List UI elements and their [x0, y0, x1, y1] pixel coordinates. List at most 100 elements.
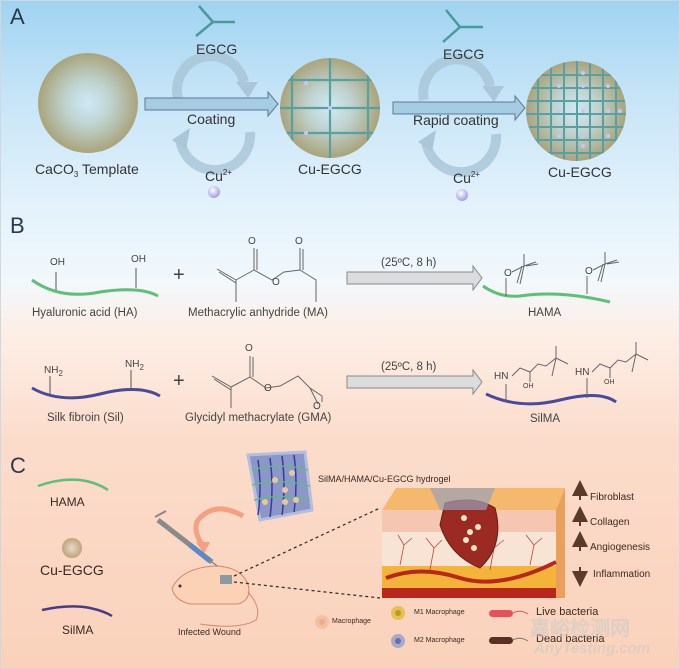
template-text: Template: [78, 161, 139, 177]
caco3-text: CaCO: [35, 161, 74, 177]
effect-inflammation: Inflammation: [593, 569, 651, 580]
reaction-condition-1: (25ºC, 8 h): [381, 257, 437, 269]
sil-nh2-group-1: NH2: [44, 365, 63, 378]
hama-label: HAMA: [528, 307, 562, 319]
ha-label: Hyaluronic acid (HA): [32, 307, 138, 319]
zoom-line-top: [233, 507, 381, 577]
cu-egcg-label-2: Cu-EGCG: [548, 164, 612, 180]
hydrogel-cube: [246, 450, 314, 522]
cycle-arrowhead-top: [482, 86, 504, 102]
m2-macrophage-label: M2 Macrophage: [414, 637, 465, 644]
gma-carbonyl-o: O: [245, 343, 253, 354]
sil-chain: [31, 386, 161, 400]
ha-oh-group-1: OH: [50, 257, 65, 268]
effect-fibroblast: Fibroblast: [590, 492, 634, 503]
cycle-arrowhead-bottom: [172, 128, 190, 150]
infected-wound-label: Infected Wound: [178, 627, 241, 637]
egcg-molecule-icon: [442, 9, 483, 43]
reaction-arrow-2: [346, 368, 483, 396]
caco3-template-sphere: [38, 53, 138, 153]
nh-text: NH: [125, 359, 140, 370]
sil-nh2-group-2: NH2: [125, 359, 144, 372]
cu-ion-icon: [456, 189, 468, 201]
silma-oh-group-1: OH: [523, 383, 534, 390]
hama-chain: [482, 284, 611, 304]
caco3-subscript: 3: [73, 170, 79, 179]
cu-ion-label-step1: Cu2+: [205, 168, 232, 184]
panel-label-c: C: [10, 453, 26, 478]
cu-text: Cu: [453, 170, 471, 186]
live-bacteria-label: Live bacteria: [536, 606, 599, 618]
cu-charge: 2+: [222, 168, 233, 177]
cycle-arrowhead-top: [236, 82, 258, 98]
coating-label: Coating: [187, 111, 236, 127]
sil-label: Silk fibroin (Sil): [47, 412, 124, 424]
silma-oh-group-2: OH: [604, 379, 615, 386]
egcg-molecule-icon: [195, 5, 235, 37]
hama-ester-o-1: O: [504, 268, 512, 279]
m1-macrophage-icon: [391, 606, 405, 620]
rapid-coating-label: Rapid coating: [413, 112, 499, 128]
hydrogel-label: SilMA/HAMA/Cu-EGCG hydrogel: [318, 474, 451, 484]
panel-label-b: B: [10, 213, 25, 238]
cu-charge: 2+: [470, 170, 481, 179]
coating-cycle-arrows: [172, 51, 256, 176]
plus-sign-1: +: [173, 264, 185, 286]
syringe-icon: [154, 510, 221, 569]
zoom-line-bottom: [233, 581, 381, 599]
gma-label: Glycidyl methacrylate (GMA): [185, 412, 332, 424]
watermark-cn: 嘉峪检测网: [530, 618, 630, 640]
glycidyl-methacrylate-structure: [211, 356, 323, 408]
ha-chain: [31, 278, 159, 298]
reaction-arrow-1: [346, 264, 483, 292]
ma-carbonyl-o-2: O: [295, 236, 303, 247]
rapid-coating-cycle-arrows: [418, 54, 502, 178]
silma-label: SilMA: [530, 413, 561, 425]
nh2-subscript: 2: [58, 369, 63, 378]
ha-oh-group-2: OH: [131, 254, 146, 265]
wound-patch: [220, 575, 232, 584]
watermark-en: AnyTesting.com: [534, 640, 651, 657]
egcg-label-step1: EGCG: [196, 41, 238, 57]
dead-bacteria-label: Dead bacteria: [536, 633, 605, 645]
egcg-label-step2: EGCG: [443, 46, 485, 62]
m2-macrophage-icon: [391, 634, 405, 648]
effect-collagen: Collagen: [590, 517, 630, 528]
hama-ester-o-2: O: [585, 266, 593, 277]
silma-chain: [485, 392, 617, 406]
macrophage-icon: [315, 615, 329, 629]
m1-macrophage-label: M1 Macrophage: [414, 609, 465, 616]
cu-egcg-legend-sphere: [62, 538, 82, 558]
rapid-coating-arrow: [392, 94, 526, 122]
live-bacteria-icon: [489, 610, 529, 617]
dead-bacteria-icon: [489, 637, 529, 644]
coating-arrow: [144, 90, 279, 118]
nh-text: NH: [44, 365, 59, 376]
silma-legend-line: [41, 605, 113, 618]
hama-legend-line: [37, 478, 109, 492]
cu-egcg-label-1: Cu-EGCG: [298, 161, 362, 177]
caco3-template-label: CaCO3 Template: [35, 161, 139, 179]
ma-label: Methacrylic anhydride (MA): [188, 307, 328, 319]
hama-methacrylate-groups: [505, 252, 620, 296]
macrophage-label: Macrophage: [332, 618, 371, 625]
plus-sign-2: +: [173, 370, 185, 392]
silma-hn-group-2: HN: [575, 367, 590, 378]
legend-hama: HAMA: [50, 495, 85, 509]
cu-text: Cu: [205, 168, 223, 184]
panel-label-a: A: [10, 4, 25, 29]
legend-cu-egcg: Cu-EGCG: [40, 562, 104, 578]
transfer-arrow: [193, 506, 245, 548]
ma-bridge-o: O: [272, 277, 280, 288]
gma-ester-o: O: [264, 383, 272, 394]
cu-ion-icon: [208, 186, 220, 198]
silma-methacrylate-groups: [505, 342, 649, 402]
gma-epoxide-o: O: [313, 401, 321, 412]
cu-egcg-sphere-dense: [526, 61, 626, 161]
nh2-subscript: 2: [139, 363, 144, 372]
methacrylic-anhydride-structure: [216, 248, 317, 302]
skin-tissue-block: [382, 488, 565, 598]
silma-hn-group-1: HN: [494, 371, 509, 382]
effect-angiogenesis: Angiogenesis: [590, 542, 651, 553]
cu-ion-label-step2: Cu2+: [453, 170, 480, 186]
